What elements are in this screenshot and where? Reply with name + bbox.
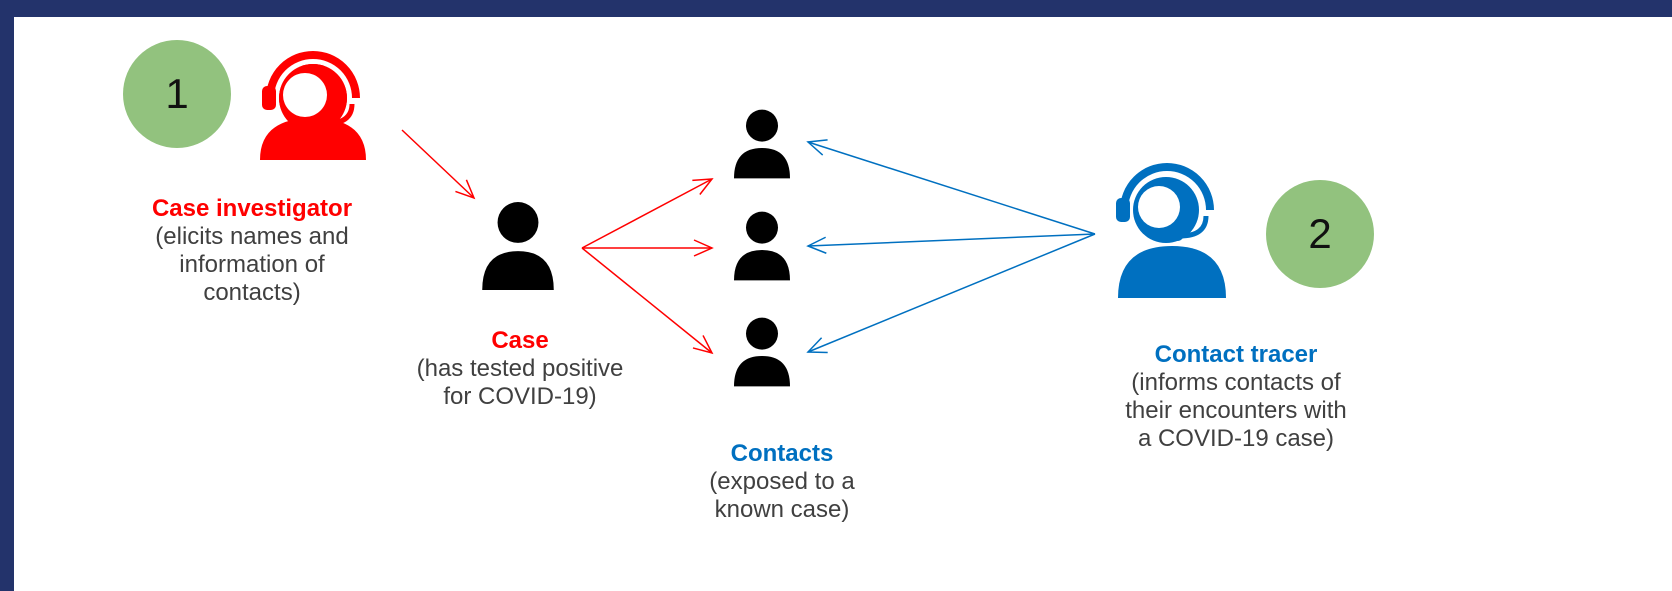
contacts-desc: (exposed to a known case)	[709, 468, 855, 523]
case-desc: (has tested positive for COVID-19)	[416, 355, 624, 410]
contacts-label: Contacts (exposed to a known case)	[632, 440, 932, 524]
contact-person-icon-3	[734, 317, 790, 387]
step-badge-1: 1	[123, 40, 231, 148]
case-investigator-headset-icon	[260, 51, 366, 160]
contact-tracer-desc: (informs contacts of their encounters wi…	[1125, 369, 1347, 452]
case-investigator-title: Case investigator	[151, 195, 353, 222]
top-border	[0, 0, 1672, 17]
contact-tracer-title: Contact tracer	[1154, 341, 1318, 368]
left-border	[0, 0, 14, 591]
step-badge-2: 2	[1266, 180, 1374, 288]
arrows-tracer-to-contacts	[806, 139, 1096, 354]
arrow-investigator-to-case	[401, 129, 476, 200]
case-person-icon	[482, 202, 554, 290]
case-title: Case	[491, 327, 549, 354]
contact-person-icon-2	[734, 211, 790, 281]
arrows-case-to-contacts	[581, 178, 714, 355]
contact-tracer-label: Contact tracer (informs contacts of thei…	[1086, 341, 1386, 453]
contact-tracer-headset-icon	[1116, 163, 1226, 298]
contacts-title: Contacts	[730, 440, 834, 467]
contact-person-icon-1	[734, 109, 790, 179]
case-investigator-desc: (elicits names and information of contac…	[155, 223, 349, 306]
case-investigator-label: Case investigator (elicits names and inf…	[102, 195, 402, 307]
case-label: Case (has tested positive for COVID-19)	[370, 327, 670, 411]
